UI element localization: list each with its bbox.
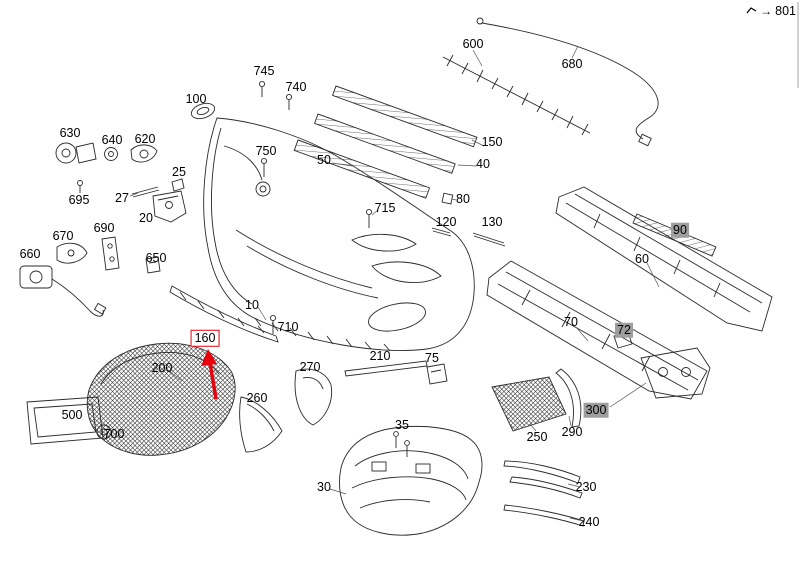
part-60-impact-absorber-drawing bbox=[555, 186, 773, 332]
part-20-bracket-drawing bbox=[152, 190, 187, 223]
part-label-75[interactable]: 75 bbox=[425, 350, 439, 365]
part-label-90[interactable]: 90 bbox=[671, 222, 689, 238]
part-label-150[interactable]: 150 bbox=[481, 134, 503, 149]
part-label-10[interactable]: 10 bbox=[245, 297, 259, 312]
part-label-70[interactable]: 70 bbox=[564, 314, 578, 329]
part-250-fog-grille-drawing bbox=[491, 376, 567, 432]
part-25-clip-drawing bbox=[171, 178, 185, 192]
part-label-130[interactable]: 130 bbox=[481, 214, 503, 229]
part-640-grommet-drawing bbox=[104, 147, 118, 161]
part-290-trim-strip-drawing bbox=[555, 368, 582, 428]
part-label-745[interactable]: 745 bbox=[253, 63, 275, 78]
part-label-270[interactable]: 270 bbox=[299, 359, 321, 374]
part-270-fog-trim-drawing bbox=[294, 368, 333, 426]
part-label-40[interactable]: 40 bbox=[476, 156, 490, 171]
part-label-120[interactable]: 120 bbox=[435, 214, 457, 229]
part-740-screw-drawing bbox=[285, 93, 293, 110]
continuation-part-icon bbox=[746, 4, 757, 18]
part-120-retainer-drawing bbox=[431, 227, 452, 237]
part-label-25[interactable]: 25 bbox=[172, 164, 186, 179]
part-35-screws-drawing bbox=[393, 431, 410, 457]
part-label-660[interactable]: 660 bbox=[19, 246, 41, 261]
part-label-290[interactable]: 290 bbox=[561, 424, 583, 439]
part-label-710[interactable]: 710 bbox=[277, 319, 299, 334]
part-label-630[interactable]: 630 bbox=[59, 125, 81, 140]
part-label-240[interactable]: 240 bbox=[578, 514, 600, 529]
part-label-260[interactable]: 260 bbox=[246, 390, 268, 405]
part-label-210[interactable]: 210 bbox=[369, 348, 391, 363]
part-label-20[interactable]: 20 bbox=[139, 210, 153, 225]
part-690-bracket-drawing bbox=[101, 236, 120, 271]
part-710-screw-drawing bbox=[269, 314, 277, 334]
part-260-corner-trim-drawing bbox=[239, 396, 283, 453]
part-label-700[interactable]: 700 bbox=[103, 426, 125, 441]
part-630-sensor-drawing bbox=[55, 142, 97, 164]
part-695-screw-drawing bbox=[77, 180, 83, 193]
part-label-160[interactable]: 160 bbox=[190, 329, 220, 347]
part-label-620[interactable]: 620 bbox=[134, 131, 156, 146]
part-30-lower-panel-drawing bbox=[339, 425, 483, 536]
part-130-retainer-drawing bbox=[472, 232, 506, 247]
part-240-trim-strip-drawing bbox=[503, 504, 585, 527]
part-660-sensor-cable-drawing bbox=[19, 265, 107, 317]
part-label-100[interactable]: 100 bbox=[185, 91, 207, 106]
part-label-600[interactable]: 600 bbox=[462, 36, 484, 51]
part-750-screw-drawing bbox=[260, 157, 268, 177]
part-620-sensor-drawing bbox=[130, 144, 158, 163]
part-70-lower-reinforcement-drawing bbox=[486, 260, 708, 400]
part-label-650[interactable]: 650 bbox=[145, 250, 167, 265]
continuation-arrow-icon: → bbox=[760, 4, 773, 18]
part-label-80[interactable]: 80 bbox=[456, 191, 470, 206]
part-40-mounting-strip-drawing bbox=[314, 113, 456, 174]
part-label-740[interactable]: 740 bbox=[285, 79, 307, 94]
part-80-clip-drawing bbox=[441, 192, 454, 205]
part-label-35[interactable]: 35 bbox=[395, 417, 409, 432]
part-75-bracket-drawing bbox=[426, 363, 448, 385]
part-label-300[interactable]: 300 bbox=[583, 402, 609, 418]
part-label-715[interactable]: 715 bbox=[374, 200, 396, 215]
part-27-pin-drawing bbox=[131, 186, 160, 198]
part-100-emblem-drawing bbox=[190, 102, 216, 120]
part-670-bracket-drawing bbox=[56, 242, 88, 264]
part-650-clip-drawing bbox=[145, 256, 161, 274]
part-label-680[interactable]: 680 bbox=[561, 56, 583, 71]
part-label-200[interactable]: 200 bbox=[151, 360, 173, 375]
part-715-screw-drawing bbox=[365, 208, 373, 228]
part-label-500[interactable]: 500 bbox=[61, 407, 83, 422]
part-label-640[interactable]: 640 bbox=[101, 132, 123, 147]
part-700-tow-cover-drawing bbox=[96, 424, 112, 440]
part-label-250[interactable]: 250 bbox=[526, 429, 548, 444]
part-300-mounting-bracket-drawing bbox=[640, 347, 711, 399]
part-600-cable-strip-drawing bbox=[442, 54, 591, 136]
part-label-72[interactable]: 72 bbox=[615, 322, 633, 338]
continuation-ref-label: 801 bbox=[775, 4, 796, 18]
part-745-screw-drawing bbox=[258, 80, 266, 97]
leader-lines bbox=[129, 45, 660, 522]
continuation-ref[interactable]: → 801 bbox=[746, 4, 796, 18]
part-label-60[interactable]: 60 bbox=[635, 251, 649, 266]
part-10-bumper-cover-drawing bbox=[203, 117, 475, 352]
selection-arrow bbox=[201, 349, 218, 400]
part-label-230[interactable]: 230 bbox=[575, 479, 597, 494]
part-50-mounting-strip-drawing bbox=[293, 139, 431, 199]
part-label-750[interactable]: 750 bbox=[255, 143, 277, 158]
part-label-27[interactable]: 27 bbox=[115, 190, 129, 205]
part-label-30[interactable]: 30 bbox=[317, 479, 331, 494]
part-680-wiring-harness-drawing bbox=[476, 17, 659, 147]
part-label-690[interactable]: 690 bbox=[93, 220, 115, 235]
part-label-670[interactable]: 670 bbox=[52, 228, 74, 243]
part-160-trim-strip-drawing bbox=[169, 285, 279, 343]
part-210-trim-strip-drawing bbox=[344, 360, 428, 377]
part-230-trim-strips-drawing bbox=[503, 460, 583, 499]
part-label-50[interactable]: 50 bbox=[317, 152, 331, 167]
part-500-license-bracket-drawing bbox=[26, 396, 104, 445]
part-label-695[interactable]: 695 bbox=[68, 192, 90, 207]
